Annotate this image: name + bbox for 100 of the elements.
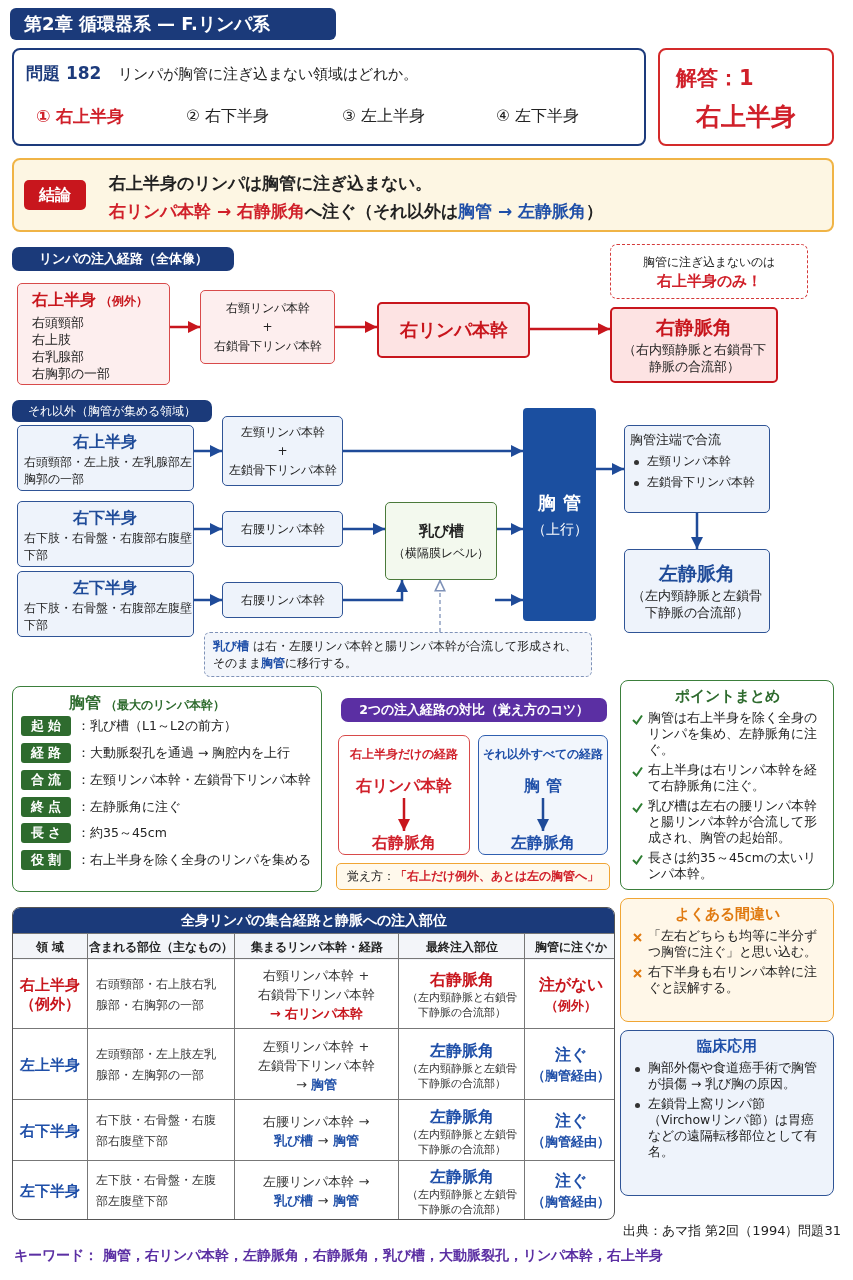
summary-table [12,907,615,1220]
plus-sign: + [277,442,288,460]
panel-heading: 胸管 [69,693,101,714]
arrow [343,445,523,457]
section-header [12,247,234,271]
term-label: 終 点 [30,798,62,816]
answer-option: ① 右上半身 [36,105,125,128]
arrow [398,798,410,831]
term-label: 長 さ [30,824,62,842]
body-part: 右下肢・右骨盤・右腹部右腹壁下部 [24,530,193,564]
row-header: 右下半身 [13,1099,88,1162]
arrow [335,321,377,333]
column-header: 領 域 [13,933,88,960]
term-label: 経 路 [30,744,62,762]
region-box [17,571,194,637]
body-part: 右上肢 [32,331,71,348]
route-term: 右静脈角 [349,831,459,855]
route-term: 右リンパ本幹 [349,774,459,798]
callout-emphasis: 右上半身のみ！ [656,271,762,291]
table-cell: 右静脈角（左内頸静脈と右鎖骨下静脈の合流部） [399,958,525,1030]
section-title: リンパの注入経路（全体像） [38,250,208,268]
panel-heading: 臨床応用 [696,1037,758,1056]
body-part: 右胸郭の一部 [32,365,110,382]
route-card [478,735,608,855]
keyword-list: キーワード： 胸管，右リンパ本幹，左静脈角，右静脈角，乳び槽，大動脈裂孔，リンパ本幹，右上半身 [14,1247,663,1265]
list-item: 右上半身は右リンパ本幹を経て右静脈角に注ぐ。 [648,762,818,794]
source-note: 出典：あマ指 第2回（1994）問題31 [622,1222,841,1240]
table-cell: 左静脈角（左内頸静脈と左鎖骨下静脈の合流部） [399,1099,525,1162]
region-box [17,283,170,385]
cisterna-note: （横隔膜レベル） [393,544,489,561]
table-cell: 注ぐ（胸管経由） [525,1099,614,1162]
answer-text: 右上半身 [694,101,797,133]
callout-box [610,244,808,299]
panel-heading: ポイントまとめ [673,687,781,706]
term-badge [21,823,71,843]
table-cell: 左腰リンパ本幹 → 乳び槽 → 胸管 [235,1160,399,1219]
page-title: 第2章 循環器系 — F.リンパ系 [10,8,336,40]
card-heading: 右上半身だけの経路 [348,746,459,763]
callout-text: 胸管に注ぎ込まないのは [643,253,775,271]
list-item: 「左右どちらも均等に半分ずつ胸管に注ぐ」と思い込む。 [648,928,818,960]
question-panel [12,48,646,146]
arrow [343,580,408,602]
term-badge [21,770,71,790]
body-part: 右頭頸部・左上肢・左乳腺部左胸郭の一部 [24,454,193,488]
term-label: 合 流 [30,771,62,789]
column-header: 含まれる部位（主なもの） [88,933,235,960]
junction-box [624,425,770,513]
table-cell: 左静脈角（左内頸静脈と左鎖骨下静脈の合流部） [399,1160,525,1219]
term-badge [21,850,71,870]
row-header: 左上半身 [13,1028,88,1101]
trunk-box [222,511,343,547]
section-title: 2つの注入経路の対比（覚え方のコツ） [359,701,589,719]
vein-angle-note: （左内頸静脈と左鎖骨下静脈の合流部） [631,587,763,621]
trunk-name: 右鎖骨下リンパ本幹 [213,337,322,355]
column-header: 胸管に注ぐか [525,933,614,960]
summary-panel [620,680,834,890]
row-header: 左下半身 [13,1160,88,1219]
conclusion-badge [24,180,86,210]
region-heading: 右上半身 [32,290,96,311]
table-cell: 注ぐ（胸管経由） [525,1160,614,1219]
note-text: 乳び槽 は右・左腰リンパ本幹と腸リンパ本幹が合流して形成され、そのまま胸管に移行する。 [213,638,578,672]
trunk-name: 右腰リンパ本幹 [240,520,325,538]
trunk-box [200,290,335,364]
term-badge [21,716,71,736]
arrow [596,463,624,475]
list-item: 胸管は右上半身を除く全身のリンパを集め、左静脈角に注ぐ。 [648,710,818,758]
fact-text: ：乳び槽（L1～L2の前方） [77,717,237,735]
table-cell: 右頭頸部・右上肢右乳腺部・右胸郭の一部 [88,958,235,1030]
table-cell: 右下肢・右骨盤・右腹部右腹壁下部 [88,1099,235,1162]
panel-note: （最大のリンパ本幹） [105,697,225,714]
vein-angle-name: 右静脈角 [656,315,732,340]
section-header [12,400,212,422]
route-term: 胸 管 [489,774,597,798]
vein-angle-box [624,549,770,633]
arrow [530,323,610,335]
duct-name: 胸 管 [538,490,581,515]
list-item: 乳び槽は左右の腰リンパ本幹と腸リンパ本幹が合流して形成され、胸管の起始部。 [648,798,818,846]
junction-heading: 胸管注端で合流 [630,432,722,449]
fact-text: ：右上半身を除く全身のリンパを集める [77,851,311,869]
node-text: それ以外（胸管が集める領域） [28,402,196,420]
column-header: 集まるリンパ本幹・経路 [235,933,399,960]
answer-heading: 解答：1 [676,65,754,92]
fact-text: ：大動脈裂孔を通過 → 胸腔内を上行 [77,744,291,762]
answer-option: ③ 左上半身 [342,106,425,127]
term-badge [21,797,71,817]
trunk-name: 右腰リンパ本幹 [240,591,325,609]
note-box [204,632,592,677]
plus-sign: + [262,318,273,336]
section-header [341,698,607,722]
term-label: 役 割 [30,851,62,869]
fact-text: ：左頸リンパ本幹・左鎖骨下リンパ本幹 [77,771,311,789]
region-heading: 左下半身 [71,578,138,599]
region-note: （例外） [100,293,148,310]
table-cell: 注ぐ（胸管経由） [525,1028,614,1101]
table-cell: 右頸リンパ本幹 + 右鎖骨下リンパ本幹 → 右リンパ本幹 [235,958,399,1030]
arrow [691,513,703,549]
trunk-box [222,582,343,618]
conclusion-text: 右上半身のリンパは胸管に注ぎ込まない。 [109,172,432,195]
table-title: 全身リンパの集合経路と静脈への注入部位 [13,908,614,933]
question-text: リンパが胸管に注ぎ込まない領域はどれか。 [118,65,418,84]
